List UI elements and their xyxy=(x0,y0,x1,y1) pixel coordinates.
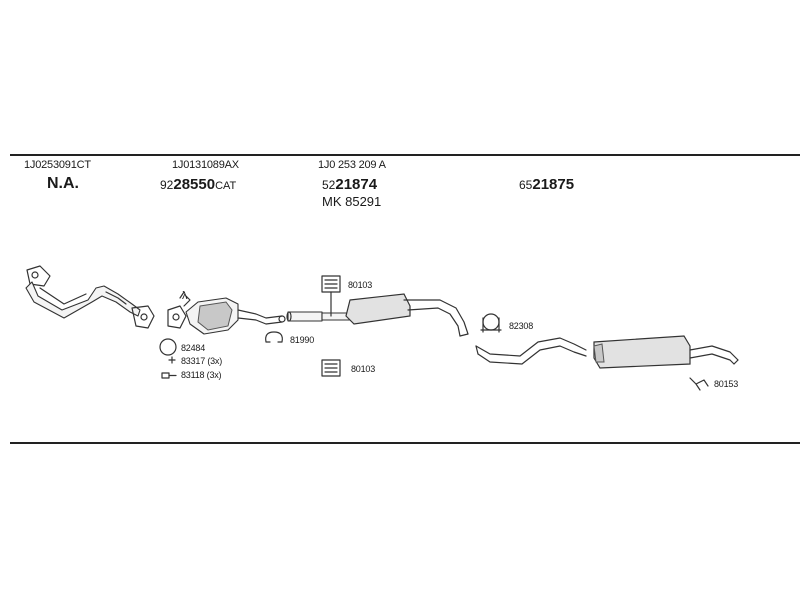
u-clamp-icon xyxy=(480,313,502,333)
nut-icon xyxy=(161,372,177,379)
clamp-icon-top xyxy=(321,275,341,317)
part-number-catalyst-prefix: 92 xyxy=(160,178,174,192)
front-pipe-drawing xyxy=(25,265,155,329)
lambda-sensor-label: λ xyxy=(182,290,188,302)
bolt-icon xyxy=(168,356,176,364)
part-number-center-muffler-prefix: 52 xyxy=(322,178,336,192)
center-muffler-drawing xyxy=(286,293,469,337)
gasket-icon xyxy=(265,331,283,343)
catalyst-drawing xyxy=(167,291,286,335)
ring-icon xyxy=(159,338,177,356)
gasket-label: 81990 xyxy=(290,335,315,345)
mk-number-center-muffler: MK 85291 xyxy=(322,194,382,209)
ref-number-center-muffler: 1J0 253 209 A xyxy=(318,159,386,171)
hanger-label: 80153 xyxy=(714,379,739,389)
ring-label: 82484 xyxy=(181,343,206,353)
nut-label: 83118 (3x) xyxy=(181,370,222,380)
part-number-center-muffler: 5221874 xyxy=(322,177,377,192)
ref-number-catalyst: 1J0131089AX xyxy=(172,159,239,171)
top-divider xyxy=(10,154,800,156)
part-number-front-pipe: N.A. xyxy=(47,175,79,192)
ref-number-front-pipe: 1J0253091CT xyxy=(24,159,91,171)
rear-muffler-drawing xyxy=(475,335,739,369)
bolt-label: 83317 (3x) xyxy=(181,356,223,366)
hanger-icon xyxy=(689,377,709,391)
part-number-catalyst-suffix: CAT xyxy=(215,180,237,192)
clamp-icon-bottom xyxy=(321,359,341,377)
part-number-catalyst: 9228550CAT xyxy=(160,177,236,192)
part-number-rear-muffler-main: 21875 xyxy=(532,176,575,193)
part-number-center-muffler-main: 21874 xyxy=(335,176,378,193)
bottom-divider xyxy=(10,442,800,444)
u-clamp-label: 82308 xyxy=(509,321,534,331)
clamp-bottom-label: 80103 xyxy=(351,364,376,374)
clamp-top-label: 80103 xyxy=(348,280,373,290)
part-number-rear-muffler-prefix: 65 xyxy=(519,178,533,192)
part-number-rear-muffler: 6521875 xyxy=(519,177,574,192)
part-number-catalyst-main: 28550 xyxy=(173,176,216,193)
